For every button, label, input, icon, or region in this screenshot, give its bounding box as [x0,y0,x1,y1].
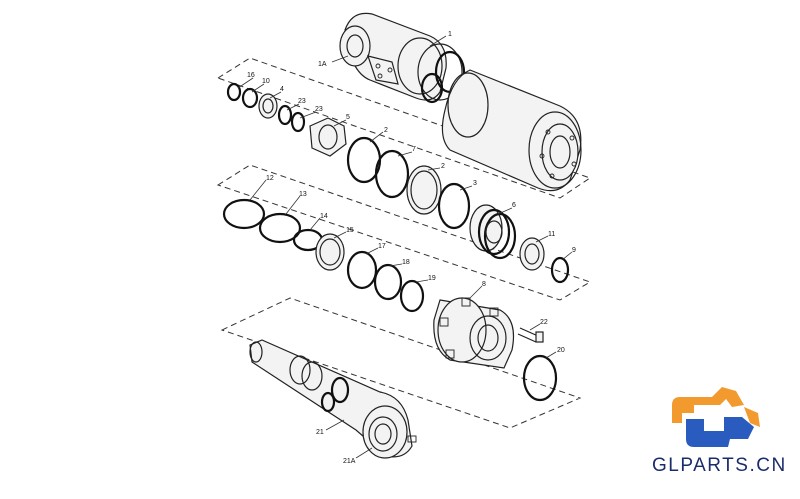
callout-2-a: 2 [384,127,388,134]
seal-ring-12 [222,198,266,230]
callout-7: 7 [412,146,416,153]
callout-21: 21 [316,429,324,436]
gland-part-8 [433,297,515,369]
ring-23-a [277,104,293,126]
callout-1: 1 [448,31,452,38]
ring-part-9 [550,256,570,284]
callout-17: 17 [378,243,386,250]
callout-leaders [237,35,573,459]
callout-22: 22 [540,319,548,326]
seal-ring-3 [437,182,471,230]
callout-6: 6 [512,202,516,209]
callout-13: 13 [299,191,307,198]
callout-19: 19 [428,275,436,282]
callout-10: 10 [262,78,270,85]
seal-ring-18 [373,263,403,301]
ring-23-b [290,111,306,133]
callout-12: 12 [266,175,274,182]
wear-ring-part-2-b [406,165,442,215]
callout-8: 8 [482,281,486,288]
callout-15: 15 [346,227,354,234]
callout-11: 11 [548,231,555,238]
callout-23-b: 23 [315,106,323,113]
logo-blue-shape [686,417,754,447]
piston-rod-part-21 [249,339,417,459]
seal-ring-13 [258,212,302,244]
callout-9: 9 [572,247,576,254]
callout-16: 16 [247,72,255,79]
assembly-boundary-middle [216,164,592,301]
logo-bucket-shape [744,407,760,427]
callout-18: 18 [402,259,410,266]
callout-5: 5 [346,114,350,121]
callout-20: 20 [557,347,565,354]
excavator-gear-logo-icon [672,387,760,447]
wiper-ring-16 [226,82,242,102]
callout-4: 4 [280,86,284,93]
callout-1a: 1A [318,61,327,68]
seal-ring-19 [399,279,425,313]
cylinder-head-part [339,12,463,101]
callout-3: 3 [473,180,477,187]
brand-name: GLPARTS.CN [652,455,787,476]
seal-ring-7 [374,149,410,199]
assembly-boundary-bottom [220,297,582,429]
callout-23-a: 23 [298,98,306,105]
callout-14: 14 [320,213,328,220]
bushing-part-4 [258,93,278,119]
seal-ring-17 [346,250,378,290]
piston-part-6 [469,204,517,260]
guide-ring-part-15 [315,233,345,271]
callout-2-b: 2 [441,163,445,170]
spacer-part-11 [519,237,545,271]
seal-ring-10 [241,87,259,109]
lock-nut-part-5 [309,117,347,157]
logo-orange-shape [672,387,744,423]
cylinder-barrel-part [441,69,582,192]
bolt-part-22 [517,327,544,343]
head-o-ring-small [420,72,444,104]
seal-ring-20 [522,354,558,402]
callout-21a: 21A [343,458,356,465]
assembly-boundary-top [216,57,592,199]
